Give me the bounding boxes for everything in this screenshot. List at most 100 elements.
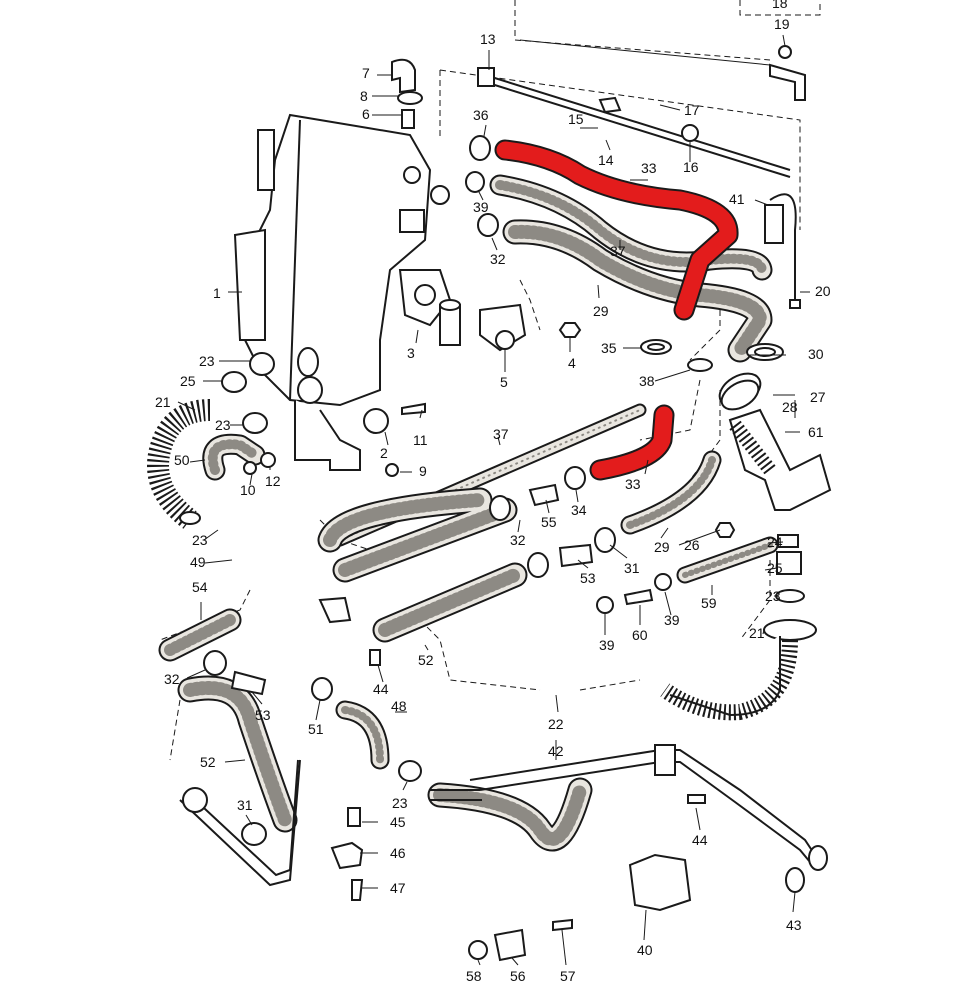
left-fittings [221, 347, 426, 477]
callout-5: 5 [500, 374, 508, 390]
leader-line [497, 436, 501, 446]
leader-line [251, 691, 263, 705]
sleeve-25-right [776, 551, 802, 575]
callout-34: 34 [571, 502, 587, 518]
callout-24: 24 [767, 534, 783, 550]
leader-line [245, 814, 253, 826]
leader-line [659, 104, 681, 111]
leader-lines [177, 34, 810, 966]
callout-55: 55 [541, 514, 557, 530]
callout-37-a: 37 [610, 243, 626, 259]
hose-37-upper [502, 219, 773, 363]
leader-line [577, 559, 589, 569]
leader-line [644, 459, 649, 475]
leader-line [545, 499, 550, 514]
hose-52-lower [177, 675, 298, 833]
leader-line [664, 591, 672, 616]
callout-10: 10 [240, 482, 256, 498]
callout-45: 45 [390, 814, 406, 830]
corrugated-hose-left [147, 399, 211, 529]
pipe-42 [430, 744, 828, 871]
callout-12: 12 [265, 473, 281, 489]
pipe-49-lower [179, 759, 301, 887]
leader-line [643, 909, 647, 941]
leader-line [678, 529, 721, 546]
callout-50: 50 [174, 452, 190, 468]
nut-4 [558, 322, 582, 338]
leader-line [477, 189, 484, 201]
corrugated-hose-right [660, 639, 798, 721]
callout-41: 41 [729, 191, 745, 207]
leader-line [377, 664, 384, 683]
leader-line [575, 489, 579, 503]
hose-42-mid [427, 777, 593, 852]
callout-44-a: 44 [373, 681, 389, 697]
leader-line [609, 544, 628, 559]
assembly-frame-lines [159, 0, 821, 761]
callout-33-a: 33 [641, 160, 657, 176]
nipple-6 [401, 109, 415, 129]
callout-32-a: 32 [490, 251, 506, 267]
callout-23-a: 23 [199, 353, 215, 369]
clamp-32-top [477, 213, 499, 237]
leader-line [177, 401, 196, 411]
callout-21-right: 21 [749, 625, 765, 641]
leader-line [555, 694, 559, 713]
callout-16: 16 [683, 159, 699, 175]
leader-line [754, 199, 769, 206]
callout-42: 42 [548, 743, 564, 759]
seal-38 [687, 358, 713, 372]
leader-line [204, 559, 233, 564]
leader-line [511, 957, 519, 966]
callout-35: 35 [601, 340, 617, 356]
callout-9: 9 [419, 463, 427, 479]
leader-line [660, 527, 669, 539]
leader-line [762, 629, 765, 635]
hose-48 [335, 700, 390, 770]
leader-line [189, 459, 206, 463]
hose-52-short [372, 562, 528, 643]
highlighted-hoses [494, 139, 739, 481]
callout-labels: 1 2 3 4 5 6 7 8 9 10 11 12 13 14 15 16 1… [155, 0, 831, 981]
hose-59 [676, 536, 779, 584]
leader-line [764, 567, 778, 571]
hose-29-upper [489, 174, 773, 281]
leader-line [203, 529, 219, 541]
leader-line [384, 431, 389, 446]
callout-53-a: 53 [580, 570, 596, 586]
leader-line [186, 669, 206, 679]
flange-21-right [669, 619, 817, 717]
leader-line [424, 644, 429, 651]
hose-54 [158, 608, 242, 662]
callout-2: 2 [380, 445, 388, 461]
callout-39-a: 39 [473, 199, 489, 215]
callout-58: 58 [466, 968, 482, 981]
callout-28: 28 [782, 399, 798, 415]
callout-26: 26 [684, 537, 700, 553]
callout-30: 30 [808, 346, 824, 362]
bottom-parts [330, 794, 805, 962]
leader-line [415, 329, 419, 344]
callout-19: 19 [774, 16, 790, 32]
callout-27: 27 [810, 389, 826, 405]
elbow-fitting-7 [391, 58, 416, 94]
callout-36: 36 [473, 107, 489, 123]
fitting-24 [777, 534, 799, 548]
leader-line [561, 929, 567, 966]
hose-50 [202, 433, 266, 481]
callout-56: 56 [510, 968, 526, 981]
leader-line [477, 959, 481, 966]
leader-line [224, 759, 246, 763]
callout-60: 60 [632, 627, 648, 643]
leader-line [517, 519, 521, 533]
callout-4: 4 [568, 355, 576, 371]
callout-37-b: 37 [493, 426, 509, 442]
filler-neck-61 [728, 408, 832, 511]
textured-hoses [158, 174, 779, 852]
callout-25-right: 25 [767, 560, 783, 576]
clamp-36 [469, 135, 491, 161]
callout-21-left: 21 [155, 394, 171, 410]
nut-26 [714, 522, 736, 538]
hose-29-lower [620, 450, 722, 535]
callout-51: 51 [308, 721, 324, 737]
